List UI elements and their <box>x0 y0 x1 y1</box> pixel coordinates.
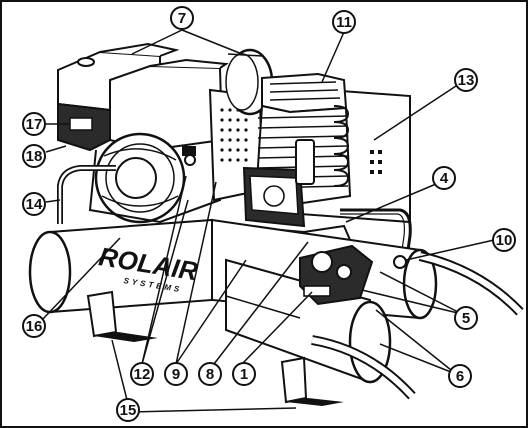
callout-13: 13 <box>454 68 478 92</box>
callout-label: 6 <box>456 368 464 385</box>
callout-label: 14 <box>26 196 43 213</box>
callout-6: 6 <box>448 364 472 388</box>
callout-9: 9 <box>164 362 188 386</box>
callout-17: 17 <box>22 112 46 136</box>
callout-14: 14 <box>22 192 46 216</box>
callouts: 7 11 13 4 10 17 18 14 16 12 9 8 1 5 6 15 <box>22 6 516 422</box>
skids <box>86 290 344 406</box>
callout-label: 7 <box>178 10 186 27</box>
callout-16: 16 <box>22 314 46 338</box>
transport-handles <box>311 251 524 400</box>
callout-label: 10 <box>496 232 513 249</box>
air-tanks <box>28 218 438 384</box>
callout-label: 18 <box>26 148 43 165</box>
callout-12: 12 <box>130 362 154 386</box>
callout-1: 1 <box>232 362 256 386</box>
callout-label: 17 <box>26 116 43 133</box>
callout-11: 11 <box>332 10 356 34</box>
callout-18: 18 <box>22 144 46 168</box>
callout-label: 11 <box>336 14 352 31</box>
callout-label: 4 <box>440 170 449 187</box>
callout-15: 15 <box>116 398 140 422</box>
callout-label: 16 <box>26 318 43 335</box>
callout-label: 8 <box>206 366 214 383</box>
frame-handle <box>57 165 116 224</box>
callout-8: 8 <box>198 362 222 386</box>
callout-4: 4 <box>432 166 456 190</box>
callout-5: 5 <box>454 306 478 330</box>
callout-label: 1 <box>240 366 248 383</box>
callout-7: 7 <box>170 6 194 30</box>
callout-label: 15 <box>120 402 137 419</box>
callout-label: 12 <box>134 366 151 383</box>
callout-label: 5 <box>462 310 470 327</box>
leader-lines <box>41 29 495 413</box>
callout-10: 10 <box>492 228 516 252</box>
callout-label: 13 <box>458 72 475 89</box>
callout-label: 9 <box>172 366 180 383</box>
